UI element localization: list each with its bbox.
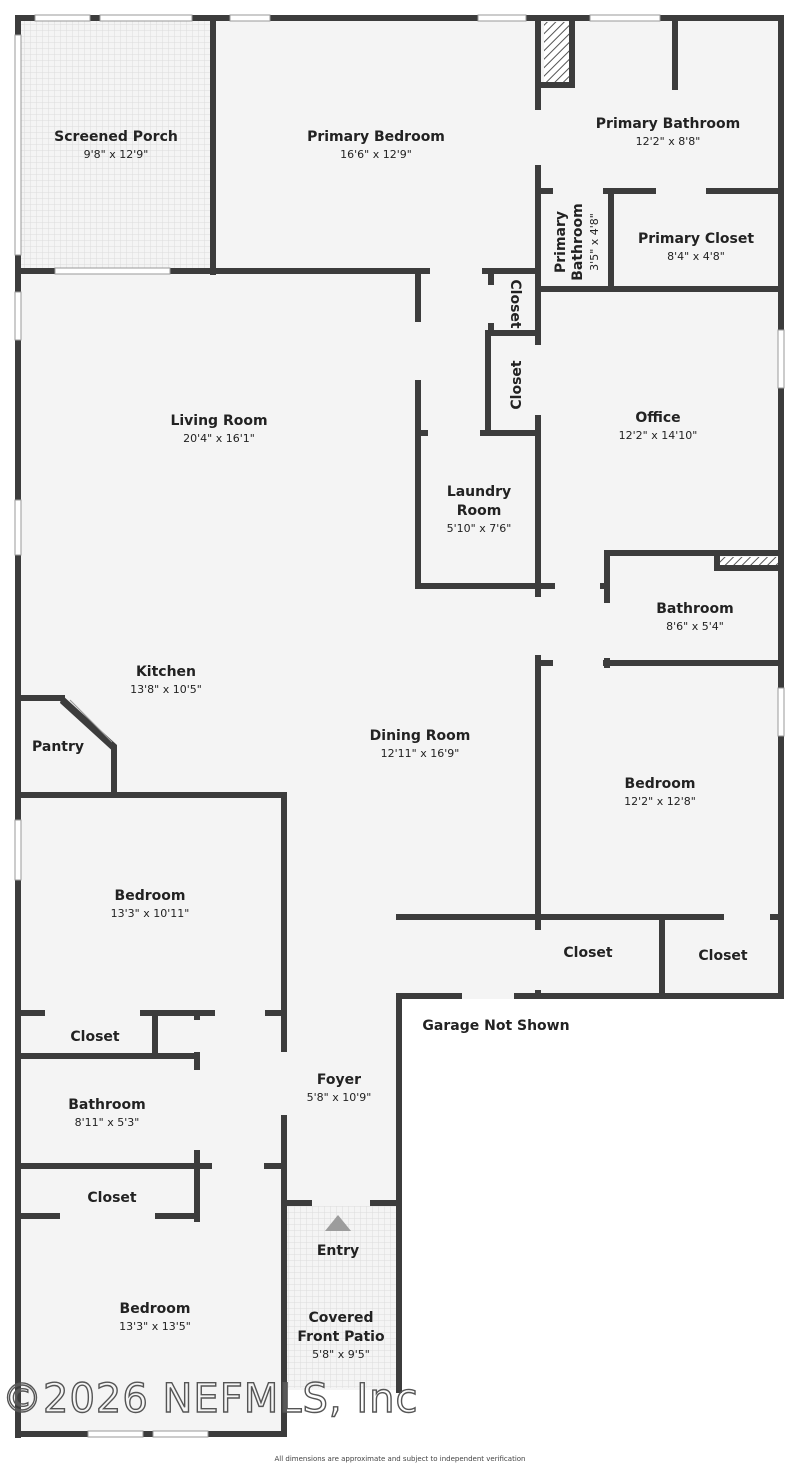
room-name: Room (457, 503, 502, 519)
room-name: Primary (553, 211, 569, 273)
room-name: Covered (309, 1310, 374, 1326)
room-name: Laundry (447, 484, 511, 500)
room-name: Bathroom (656, 601, 734, 617)
room-dim: 5'8" x 9'5" (312, 1348, 370, 1361)
room-name: Living Room (170, 413, 267, 429)
room-name: Closet (509, 360, 525, 410)
room-name: Closet (698, 948, 748, 964)
room-name: Foyer (317, 1072, 361, 1088)
room-name: Bathroom (68, 1097, 146, 1113)
room-name: Primary Closet (638, 231, 754, 247)
room-name: Office (635, 410, 680, 426)
windows (14, 14, 785, 1438)
room-dim: 8'11" x 5'3" (75, 1116, 140, 1129)
room-dim: 3'5" x 4'8" (588, 213, 601, 271)
room-name: Entry (317, 1243, 359, 1259)
room-name: Bedroom (120, 1301, 191, 1317)
room-dim: 20'4" x 16'1" (183, 432, 255, 445)
room-dim: 12'2" x 8'8" (636, 135, 701, 148)
entry-arrow-icon (325, 1215, 351, 1231)
room-dim: 9'8" x 12'9" (84, 148, 149, 161)
room-name: Kitchen (136, 664, 196, 680)
room-name: Bedroom (625, 776, 696, 792)
room-name: Primary Bathroom (596, 116, 740, 132)
room-dim: 8'4" x 4'8" (667, 250, 725, 263)
floor (15, 15, 783, 1437)
room-name: Pantry (32, 739, 84, 755)
room-name: Closet (563, 945, 613, 961)
room-name: Dining Room (370, 728, 471, 744)
room-dim: 13'3" x 10'11" (111, 907, 190, 920)
room-name: Closet (507, 279, 523, 329)
dimension-disclaimer: All dimensions are approximate and subje… (274, 1455, 526, 1463)
garage-note: Garage Not Shown (422, 1018, 569, 1034)
room-name: Bedroom (115, 888, 186, 904)
room-name: Front Patio (297, 1329, 385, 1345)
room-dim: 8'6" x 5'4" (666, 620, 724, 633)
room-dim: 12'11" x 16'9" (381, 747, 460, 760)
room-dim: 12'2" x 14'10" (619, 429, 698, 442)
room-dim: 13'8" x 10'5" (130, 683, 202, 696)
room-name: Bathroom (570, 203, 586, 281)
room-name: Closet (70, 1029, 120, 1045)
room-dim: 13'3" x 13'5" (119, 1320, 191, 1333)
watermark: ©2026 NEFMLS, Inc (1, 1375, 419, 1422)
room-name: Primary Bedroom (307, 129, 445, 145)
doors (45, 110, 770, 1219)
hatched-shaft (544, 22, 569, 82)
room-dim: 16'6" x 12'9" (340, 148, 412, 161)
hatched-shaft (720, 557, 778, 565)
room-name: Screened Porch (54, 129, 178, 145)
room-name: Closet (87, 1190, 137, 1206)
room-dim: 5'8" x 10'9" (307, 1091, 372, 1104)
room-dim: 12'2" x 12'8" (624, 795, 696, 808)
room-labels: Screened Porch 9'8" x 12'9" Primary Bedr… (32, 116, 754, 1361)
room-dim: 5'10" x 7'6" (447, 522, 512, 535)
